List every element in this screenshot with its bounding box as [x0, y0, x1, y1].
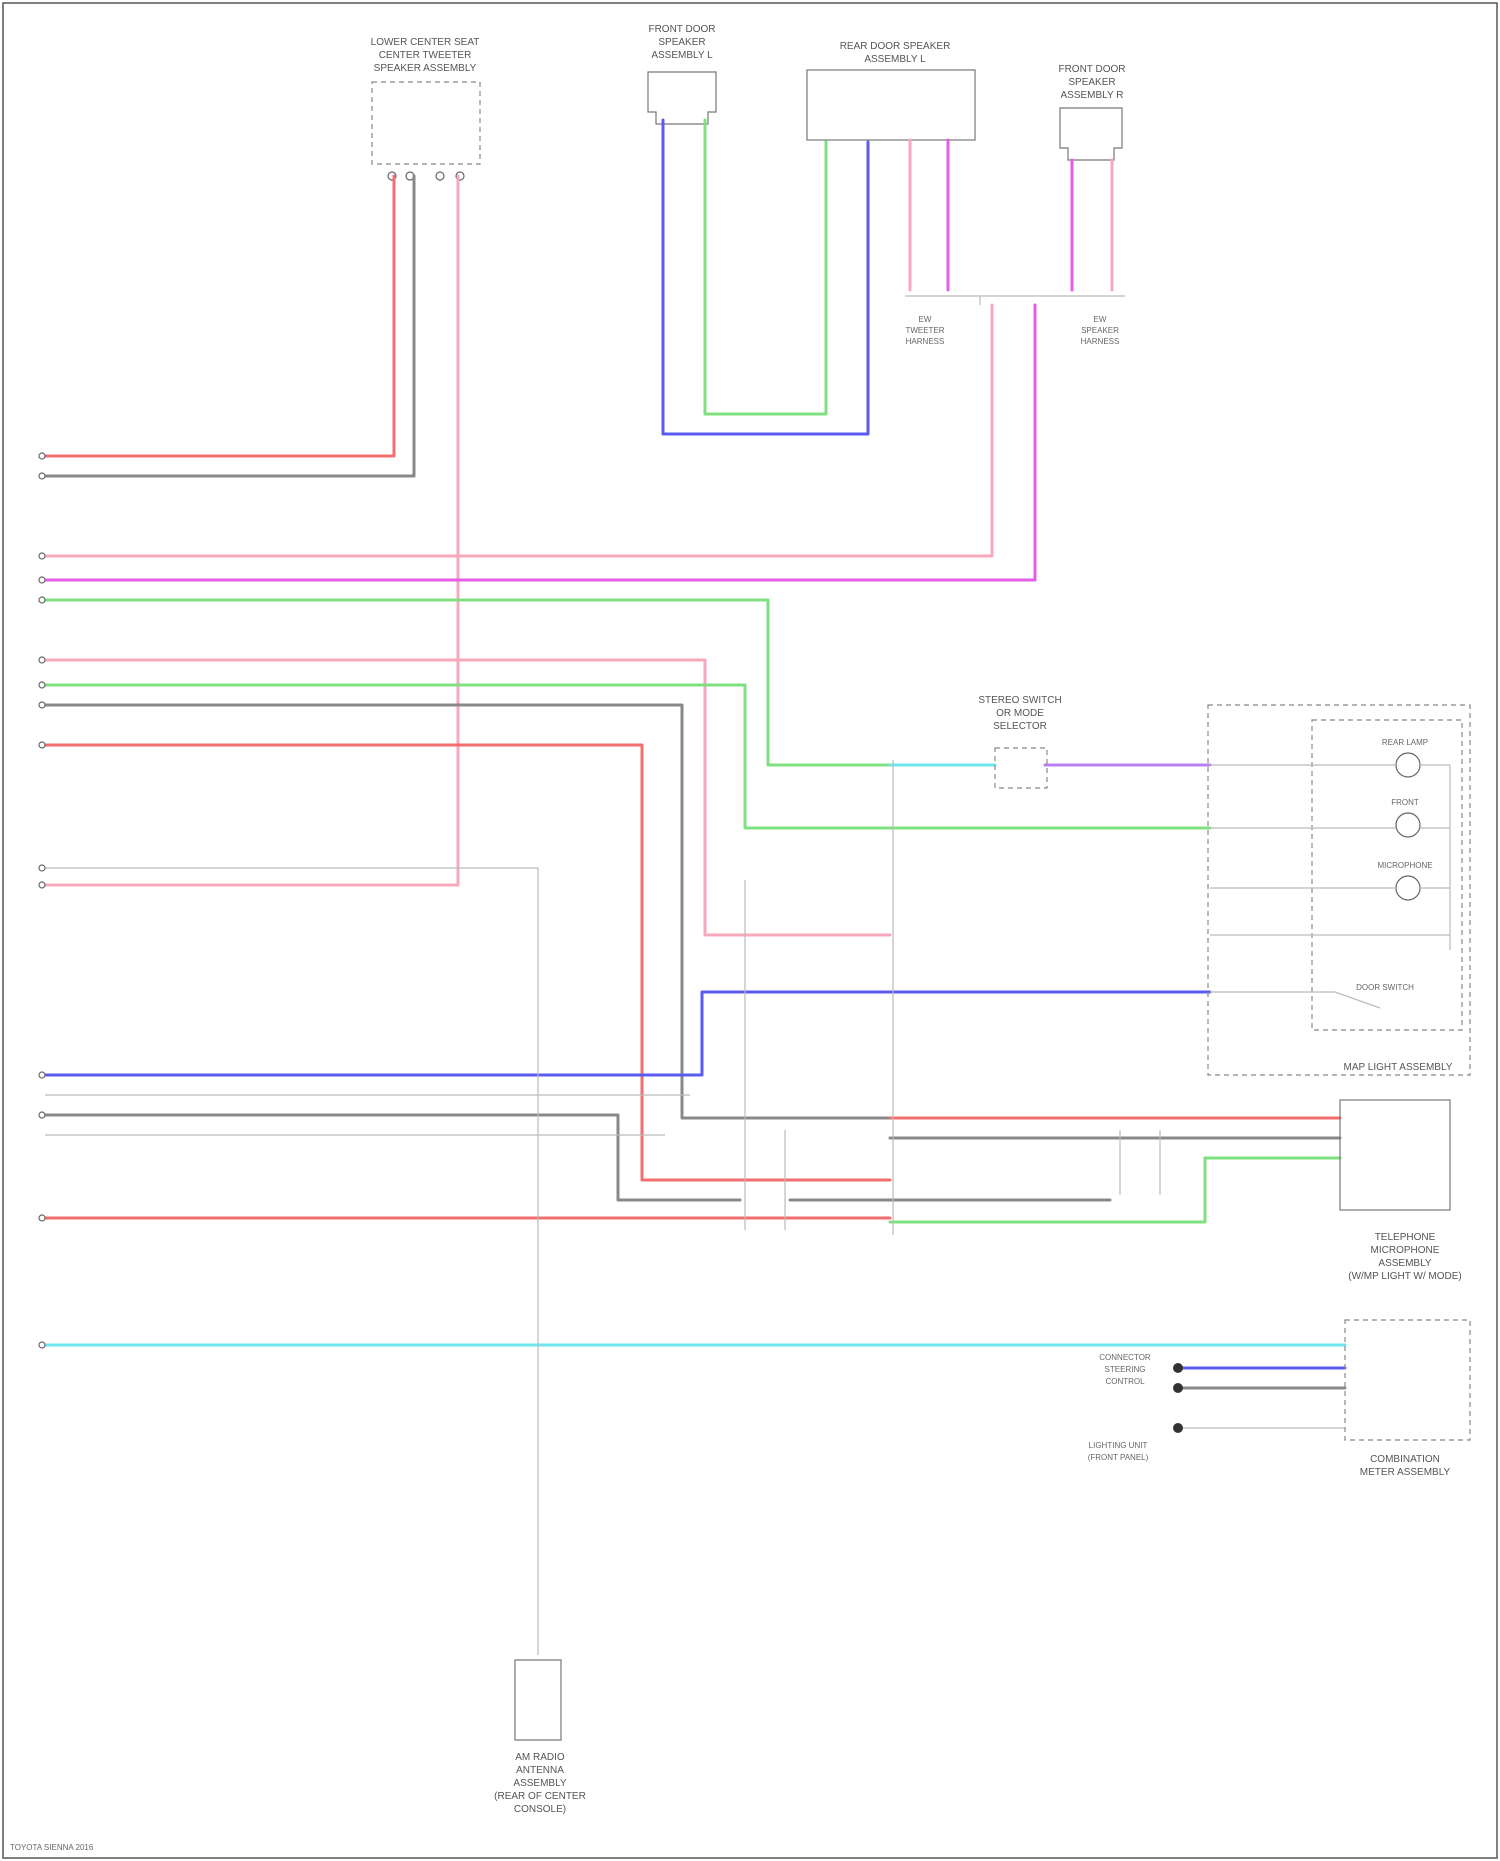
svg-text:STEREO SWITCH: STEREO SWITCH [978, 695, 1061, 706]
svg-text:ANTENNA: ANTENNA [516, 1765, 564, 1776]
svg-text:ASSEMBLY: ASSEMBLY [1378, 1258, 1431, 1269]
svg-text:MICROPHONE: MICROPHONE [1371, 1245, 1440, 1256]
svg-text:ASSEMBLY R: ASSEMBLY R [1061, 90, 1124, 101]
label-line: SPEAKER ASSEMBLY [374, 63, 477, 74]
svg-text:HARNESS: HARNESS [906, 337, 945, 346]
rear-door-speaker-left: REAR DOOR SPEAKER ASSEMBLY L [807, 41, 975, 140]
svg-text:(REAR OF CENTER: (REAR OF CENTER [494, 1791, 586, 1802]
diagram-frame [3, 3, 1497, 1858]
svg-text:REAR LAMP: REAR LAMP [1382, 738, 1428, 747]
svg-text:ASSEMBLY: ASSEMBLY [513, 1778, 566, 1789]
svg-text:CONNECTOR: CONNECTOR [1099, 1353, 1151, 1362]
svg-text:SELECTOR: SELECTOR [993, 721, 1047, 732]
svg-text:OR MODE: OR MODE [996, 708, 1044, 719]
svg-text:FRONT: FRONT [1391, 798, 1419, 807]
svg-text:MAP LIGHT ASSEMBLY: MAP LIGHT ASSEMBLY [1344, 1062, 1453, 1073]
telephone-microphone-assembly: TELEPHONE MICROPHONE ASSEMBLY (W/MP LIGH… [1340, 1100, 1462, 1282]
svg-text:EW: EW [919, 315, 932, 324]
svg-text:FRONT DOOR: FRONT DOOR [648, 24, 715, 35]
map-light-assembly: REAR LAMP FRONT MICROPHONE DOOR SWITCH M… [1208, 705, 1470, 1075]
svg-text:ASSEMBLY L: ASSEMBLY L [651, 50, 713, 61]
svg-text:CONTROL: CONTROL [1105, 1377, 1145, 1386]
svg-text:SPEAKER: SPEAKER [1081, 326, 1119, 335]
stereo-switch-component: STEREO SWITCH OR MODE SELECTOR [978, 695, 1061, 788]
label-line: LOWER CENTER SEAT [371, 37, 480, 48]
wires [45, 120, 1345, 1655]
left-terminal-markers [39, 453, 45, 1348]
svg-text:REAR DOOR SPEAKER: REAR DOOR SPEAKER [840, 41, 951, 52]
svg-text:HARNESS: HARNESS [1081, 337, 1120, 346]
label-line: CENTER TWEETER [379, 50, 472, 61]
svg-text:METER ASSEMBLY: METER ASSEMBLY [1360, 1467, 1451, 1478]
svg-text:CONSOLE): CONSOLE) [514, 1804, 566, 1815]
lower-center-speaker-component: LOWER CENTER SEAT CENTER TWEETER SPEAKER… [371, 37, 480, 180]
svg-text:COMBINATION: COMBINATION [1370, 1454, 1440, 1465]
front-door-speaker-right: FRONT DOOR SPEAKER ASSEMBLY R [1058, 64, 1125, 160]
svg-text:(W/MP LIGHT W/ MODE): (W/MP LIGHT W/ MODE) [1348, 1271, 1462, 1282]
svg-text:LIGHTING UNIT: LIGHTING UNIT [1089, 1441, 1148, 1450]
svg-text:CENTER TWEETER: CENTER TWEETER [379, 50, 472, 61]
svg-text:AM RADIO: AM RADIO [515, 1752, 565, 1763]
svg-text:SPEAKER: SPEAKER [1068, 77, 1115, 88]
svg-text:DOOR SWITCH: DOOR SWITCH [1356, 983, 1414, 992]
front-door-speaker-left: FRONT DOOR SPEAKER ASSEMBLY L [648, 24, 716, 124]
svg-text:LOWER CENTER SEAT: LOWER CENTER SEAT [371, 37, 480, 48]
svg-text:(FRONT PANEL): (FRONT PANEL) [1088, 1453, 1149, 1462]
svg-text:ASSEMBLY L: ASSEMBLY L [864, 54, 926, 65]
svg-text:TELEPHONE: TELEPHONE [1375, 1232, 1436, 1243]
svg-text:SPEAKER: SPEAKER [658, 37, 705, 48]
svg-text:EW: EW [1094, 315, 1107, 324]
svg-text:FRONT DOOR: FRONT DOOR [1058, 64, 1125, 75]
svg-text:TWEETER: TWEETER [905, 326, 944, 335]
svg-text:SPEAKER ASSEMBLY: SPEAKER ASSEMBLY [374, 63, 477, 74]
am-radio-antenna-assembly: AM RADIO ANTENNA ASSEMBLY (REAR OF CENTE… [494, 1660, 586, 1815]
svg-text:MICROPHONE: MICROPHONE [1377, 861, 1432, 870]
footer-text: TOYOTA SIENNA 2016 [10, 1843, 94, 1852]
svg-text:STEERING: STEERING [1105, 1365, 1146, 1374]
